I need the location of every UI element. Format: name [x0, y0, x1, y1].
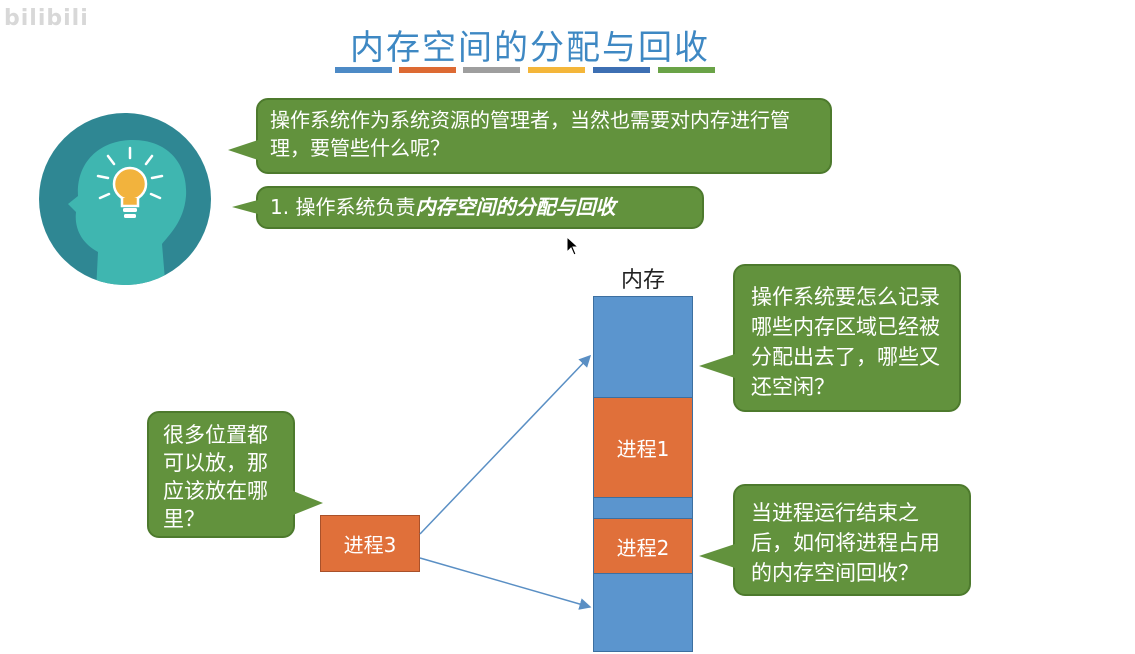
reclaim-question-text: 当进程运行结束之后，如何将进程占用的内存空间回收？ [751, 501, 940, 585]
intro-text: 操作系统作为系统资源的管理者，当然也需要对内存进行管理，要管些什么呢？ [270, 108, 790, 160]
memory-process-1-block: 进程1 [593, 397, 693, 498]
process-1-label: 进程1 [616, 437, 670, 461]
speech-bubble-reclaim-question: 当进程运行结束之后，如何将进程占用的内存空间回收？ [699, 484, 971, 596]
bubble-tail [232, 200, 258, 214]
memory-process-2-block: 进程2 [593, 518, 693, 574]
speech-bubble-record-question: 操作系统要怎么记录哪些内存区域已经被分配出去了，哪些又还空闲？ [699, 264, 961, 412]
stripe-blue [335, 67, 392, 73]
speech-bubble-place-question: 很多位置都可以放，那应该放在哪里？ [147, 411, 323, 538]
process-3-label: 进程3 [343, 533, 397, 557]
bubble-tail [228, 140, 258, 160]
memory-free-block-top [593, 296, 693, 398]
bubble-tail [699, 354, 735, 378]
stripe-darkblue [593, 67, 650, 73]
stripe-yellow [528, 67, 585, 73]
stripe-green [658, 67, 715, 73]
speech-bubble-point: 1. 操作系统负责内存空间的分配与回收 [232, 186, 704, 229]
stripe-gray [463, 67, 520, 73]
bubble-tail [699, 544, 735, 568]
slide-title: 内存空间的分配与回收 [350, 28, 710, 68]
stripe-orange [399, 67, 456, 73]
process-3-block: 进程3 [320, 515, 420, 572]
memory-label: 内存 [621, 268, 666, 293]
arrow-to-bottom-free [419, 557, 592, 610]
bubble-tail [293, 491, 323, 515]
place-question-text: 很多位置都可以放，那应该放在哪里？ [163, 423, 268, 531]
arrow-to-top-free [419, 354, 592, 535]
point-emphasis: 内存空间的分配与回收 [415, 195, 616, 219]
head-lightbulb-icon [39, 113, 211, 285]
point-prefix: 1. 操作系统负责 [270, 195, 416, 219]
speech-bubble-intro: 操作系统作为系统资源的管理者，当然也需要对内存进行管理，要管些什么呢？ [228, 98, 832, 174]
mouse-cursor-icon [566, 236, 580, 256]
memory-free-block-bottom [593, 573, 693, 652]
bilibili-watermark: bilibili [4, 6, 89, 31]
process-2-label: 进程2 [616, 535, 670, 560]
record-question-text: 操作系统要怎么记录哪些内存区域已经被分配出去了，哪些又还空闲？ [751, 285, 940, 399]
